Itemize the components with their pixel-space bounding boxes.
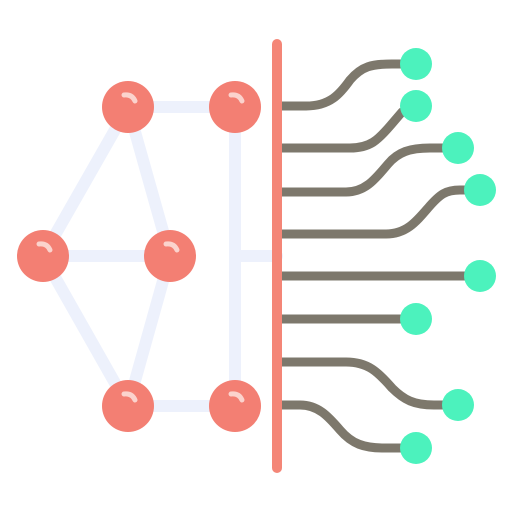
- circuit-wire: [275, 143, 463, 197]
- network-nodes: [17, 81, 261, 432]
- circuit-wire: [275, 400, 421, 453]
- circuit-wire: [275, 101, 421, 153]
- circuit-wire: [275, 59, 421, 111]
- terminal-dot: [400, 303, 432, 335]
- terminal-dot: [400, 432, 432, 464]
- terminal-dot: [464, 260, 496, 292]
- terminal-dot: [464, 174, 496, 206]
- network-node: [144, 230, 196, 282]
- network-link: [37, 101, 134, 262]
- circuit-terminals: [400, 48, 496, 464]
- network-node: [102, 81, 154, 133]
- network-link: [37, 250, 134, 412]
- circuit-wires: [275, 59, 485, 453]
- network-node: [102, 380, 154, 432]
- terminal-dot: [442, 132, 474, 164]
- terminal-dot: [400, 90, 432, 122]
- network-node: [209, 81, 261, 133]
- circuit-wire: [275, 357, 463, 410]
- circuit-wire: [275, 185, 485, 239]
- network-node: [209, 380, 261, 432]
- terminal-dot: [442, 389, 474, 421]
- network-node: [17, 230, 69, 282]
- terminal-dot: [400, 48, 432, 80]
